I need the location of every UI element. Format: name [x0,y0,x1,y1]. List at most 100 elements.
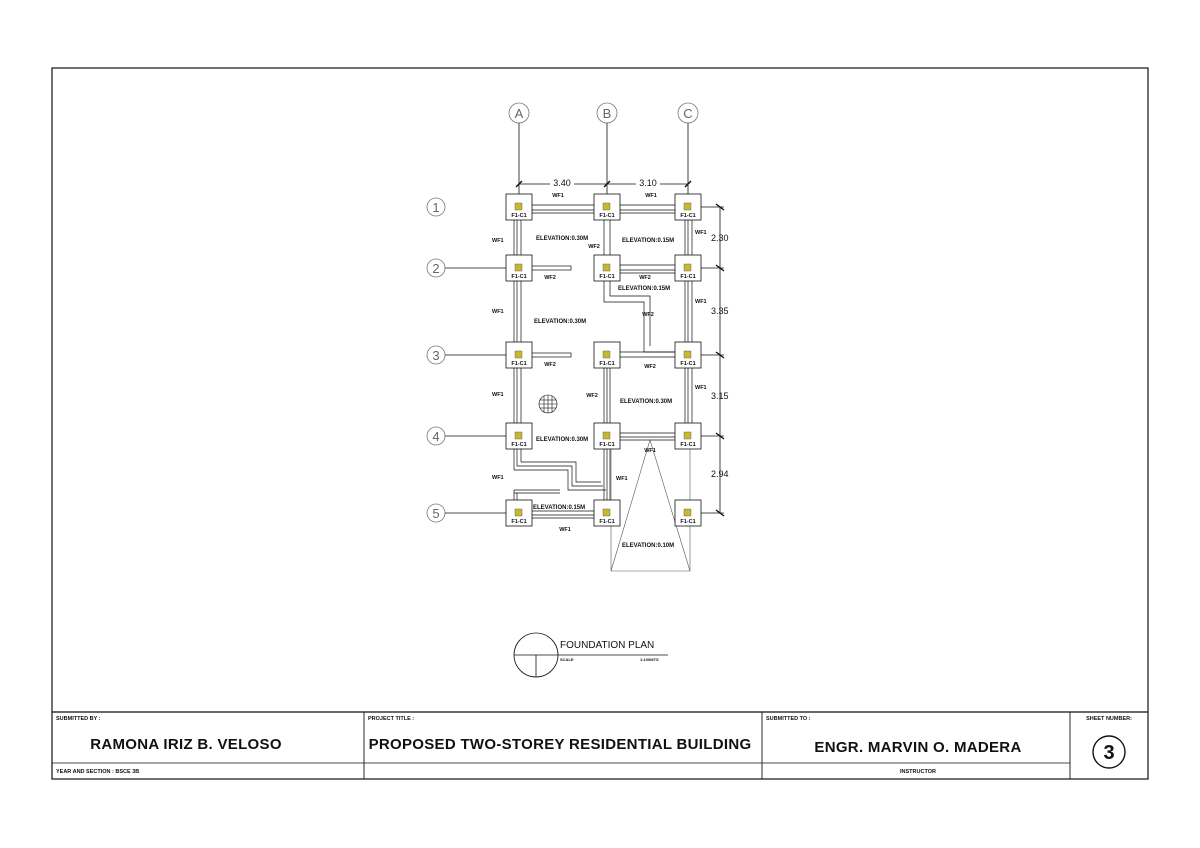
footing-f1-c1: F1-C1 [593,254,621,282]
footing-f1-c1: F1-C1 [674,422,702,450]
elevation-label: ELEVATION:0.30M [536,236,588,242]
footing-label: F1-C1 [511,442,526,448]
grid-label-A: A [515,106,524,121]
submitted-to-name: ENGR. MARVIN O. MADERA [814,739,1021,756]
footing-f1-c1: F1-C1 [593,193,621,221]
footing-label: F1-C1 [511,361,526,367]
grid-row-1: 1 [426,197,446,217]
elevation-label: ELEVATION:0.10M [622,543,674,549]
sheet-number-label: SHEET NUMBER: [1086,716,1132,722]
wf-label: WF1 [492,238,504,244]
grid-label-4: 4 [432,429,439,444]
plan-title-block: FOUNDATION PLAN SCALE 1:100MTS [513,632,668,678]
plan-title: FOUNDATION PLAN [560,640,654,651]
footing-f1-c1: F1-C1 [505,422,533,450]
footing-label: F1-C1 [599,442,614,448]
elevation-label: ELEVATION:0.15M [618,286,670,292]
footing-label: F1-C1 [680,361,695,367]
wf-label: WF1 [616,476,628,482]
elevation-labels: ELEVATION:0.30M ELEVATION:0.15M ELEVATIO… [533,236,674,549]
submitted-by-name: RAMONA IRIZ B. VELOSO [90,736,282,753]
footing-f1-c1: F1-C1 [674,341,702,369]
sheet-border [51,67,1149,780]
wf-label: WF1 [645,193,657,199]
scale-label: SCALE [560,657,574,662]
top-dimension: 3.40 3.10 [515,178,692,188]
wall-footing-labels: WF1 WF1 WF1 WF2 WF1 WF2 WF2 WF1 WF1 WF2 … [492,193,707,533]
grid-row-5: 5 [426,503,519,523]
wf-label: WF1 [695,230,707,236]
footing-f1-c1: F1-C1 [593,422,621,450]
title-block: SUBMITTED BY : RAMONA IRIZ B. VELOSO YEA… [52,711,1148,779]
footing-f1-c1: F1-C1 [593,499,621,527]
wf-label: WF2 [644,364,656,370]
wf-label: WF2 [588,244,600,250]
submitted-by-label: SUBMITTED BY : [56,716,101,722]
footing-f1-c1: F1-C1 [505,193,533,221]
footing-f1-c1: F1-C1 [674,254,702,282]
footing-label: F1-C1 [680,442,695,448]
wf-label: WF2 [544,362,556,368]
wf-label: WF2 [544,275,556,281]
wf-label: WF1 [492,392,504,398]
dimension-1-2: 2.30 [711,233,729,243]
footing-label: F1-C1 [599,213,614,219]
dimension-A-B: 3.40 [553,178,571,188]
right-dimension: 2.30 3.35 3.15 2.94 [711,203,729,517]
elevation-label: ELEVATION:0.15M [622,238,674,244]
footing-label: F1-C1 [680,213,695,219]
grid-column-B: B [596,102,618,207]
grid-label-5: 5 [432,506,439,521]
grid-label-B: B [603,106,612,121]
instructor-label: INSTRUCTOR [900,769,936,775]
footing-label: F1-C1 [511,274,526,280]
wf-label: WF1 [492,475,504,481]
footing-f1-c1: F1-C1 [674,499,702,527]
project-title: PROPOSED TWO-STOREY RESIDENTIAL BUILDING [369,736,752,753]
dimension-B-C: 3.10 [639,178,657,188]
footing-label: F1-C1 [599,274,614,280]
wf-label: WF1 [644,448,656,454]
footing-label: F1-C1 [511,519,526,525]
grid-row-2: 2 [426,258,519,278]
footing-label: F1-C1 [599,519,614,525]
dimension-2-3: 3.35 [711,306,729,316]
grid-label-C: C [683,106,692,121]
elevation-label: ELEVATION:0.15M [533,505,585,511]
grid-row-3: 3 [426,345,519,365]
grid-column-A: A [508,102,530,207]
elevation-label: ELEVATION:0.30M [620,399,672,405]
project-title-label: PROJECT TITLE : [368,716,414,722]
wf-label: WF1 [492,309,504,315]
elevation-label: ELEVATION:0.30M [536,437,588,443]
sheet-number-circle [1092,735,1126,769]
grid-label-1: 1 [432,200,439,215]
submitted-to-label: SUBMITTED TO : [766,716,811,722]
wf-label: WF1 [559,527,571,533]
elevation-label: ELEVATION:0.30M [534,319,586,325]
grid-column-C: C [677,102,699,207]
footing-f1-c1: F1-C1 [674,193,702,221]
wf-label: WF2 [642,312,654,318]
grid-row-4: 4 [426,426,519,446]
wf-label: WF1 [552,193,564,199]
footing-label: F1-C1 [680,274,695,280]
dimension-4-5: 2.94 [711,469,729,479]
dimension-3-4: 3.15 [711,391,729,401]
wf-label: WF1 [695,299,707,305]
grid-bubble [426,197,446,217]
footing-label: F1-C1 [599,361,614,367]
scale-value: 1:100MTS [640,657,659,662]
footing-f1-c1: F1-C1 [505,254,533,282]
footing-f1-c1: F1-C1 [505,499,533,527]
grid-label-3: 3 [432,348,439,363]
wf-label: WF2 [586,393,598,399]
grid-label-2: 2 [432,261,439,276]
sheet-number: 3 [1103,742,1114,764]
wf-label: WF2 [639,275,651,281]
foundation-plan: A B C 1 2 3 4 [426,102,729,678]
wf-label: WF1 [695,385,707,391]
footing-f1-c1: F1-C1 [593,341,621,369]
